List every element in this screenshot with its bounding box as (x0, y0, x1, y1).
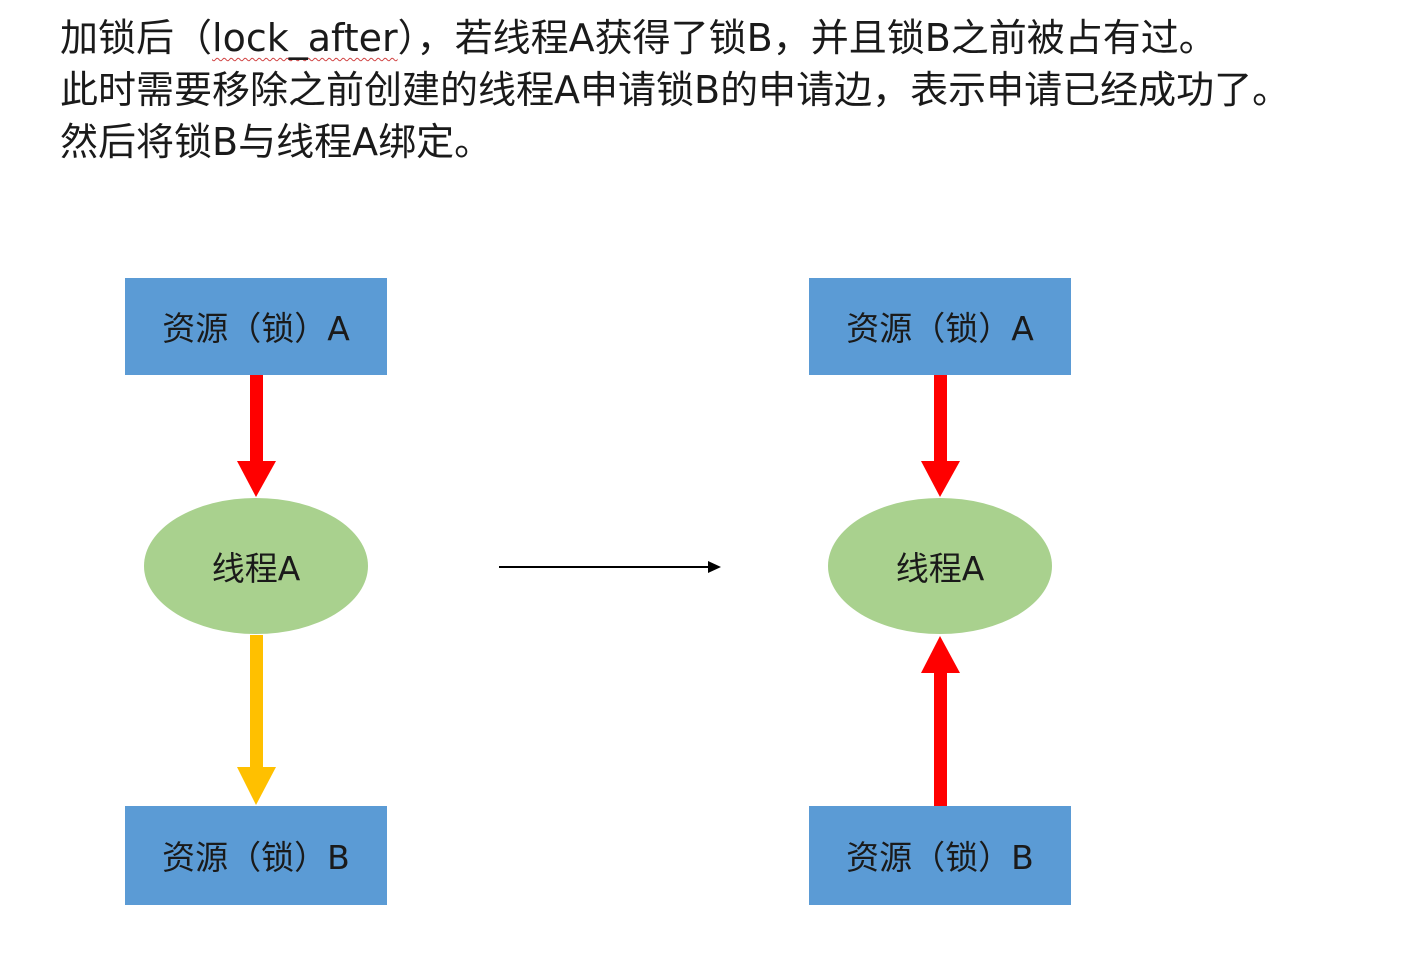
transition-arrow-head (708, 561, 721, 573)
after-holding-edge-a-shaft (934, 375, 947, 463)
description-line-1: 加锁后（lock_after），若线程A获得了锁B，并且锁B之前被占有过。 (60, 12, 1290, 64)
after-holding-edge-b-to-thread (921, 636, 960, 807)
description-line-2: 此时需要移除之前创建的线程A申请锁B的申请边，表示申请已经成功了。 (60, 68, 1291, 112)
after-thread-a-ellipse (828, 498, 1052, 634)
after-resource-b-box (809, 806, 1071, 905)
description-line-1-prefix: 加锁后（ (60, 16, 213, 60)
description: 加锁后（lock_after），若线程A获得了锁B，并且锁B之前被占有过。 此时… (60, 12, 1290, 168)
before-request-edge-thread-to-b (237, 635, 276, 805)
after-holding-edge-a-to-thread (921, 375, 960, 497)
before-thread-a-label: 线程A (212, 549, 301, 588)
before-holding-edge-head (237, 461, 276, 497)
before-request-edge-head (237, 767, 276, 805)
after-resource-b-node: 资源（锁）B (809, 806, 1071, 905)
transition-arrow (499, 561, 721, 573)
before-request-edge-shaft (250, 635, 263, 769)
before-resource-a-label: 资源（锁）A (162, 309, 350, 348)
before-thread-a-ellipse (144, 498, 368, 634)
after-thread-a-node: 线程A (828, 498, 1052, 634)
before-resource-a-node: 资源（锁）A (125, 278, 387, 375)
before-thread-a-node: 线程A (144, 498, 368, 634)
before-holding-edge-shaft (250, 375, 263, 463)
description-line-3: 然后将锁B与线程A绑定。 (60, 120, 493, 164)
description-line-1-suffix: ），若线程A获得了锁B，并且锁B之前被占有过。 (397, 16, 1217, 60)
after-resource-a-node: 资源（锁）A (809, 278, 1071, 375)
lock-after-term: lock_after (212, 16, 398, 60)
after-state: 资源（锁）A 线程A 资源（锁）B (809, 278, 1071, 905)
before-resource-b-box (125, 806, 387, 905)
before-resource-b-label: 资源（锁）B (162, 838, 350, 877)
after-thread-a-label: 线程A (896, 549, 985, 588)
before-state: 资源（锁）A 线程A 资源（锁）B (125, 278, 387, 905)
before-resource-a-box (125, 278, 387, 375)
after-holding-edge-a-head (921, 461, 960, 497)
after-resource-a-label: 资源（锁）A (846, 309, 1034, 348)
after-resource-a-box (809, 278, 1071, 375)
after-resource-b-label: 资源（锁）B (846, 838, 1034, 877)
after-holding-edge-b-shaft (934, 671, 947, 807)
after-holding-edge-b-head (921, 636, 960, 673)
before-holding-edge-a-to-thread (237, 375, 276, 497)
before-resource-b-node: 资源（锁）B (125, 806, 387, 905)
